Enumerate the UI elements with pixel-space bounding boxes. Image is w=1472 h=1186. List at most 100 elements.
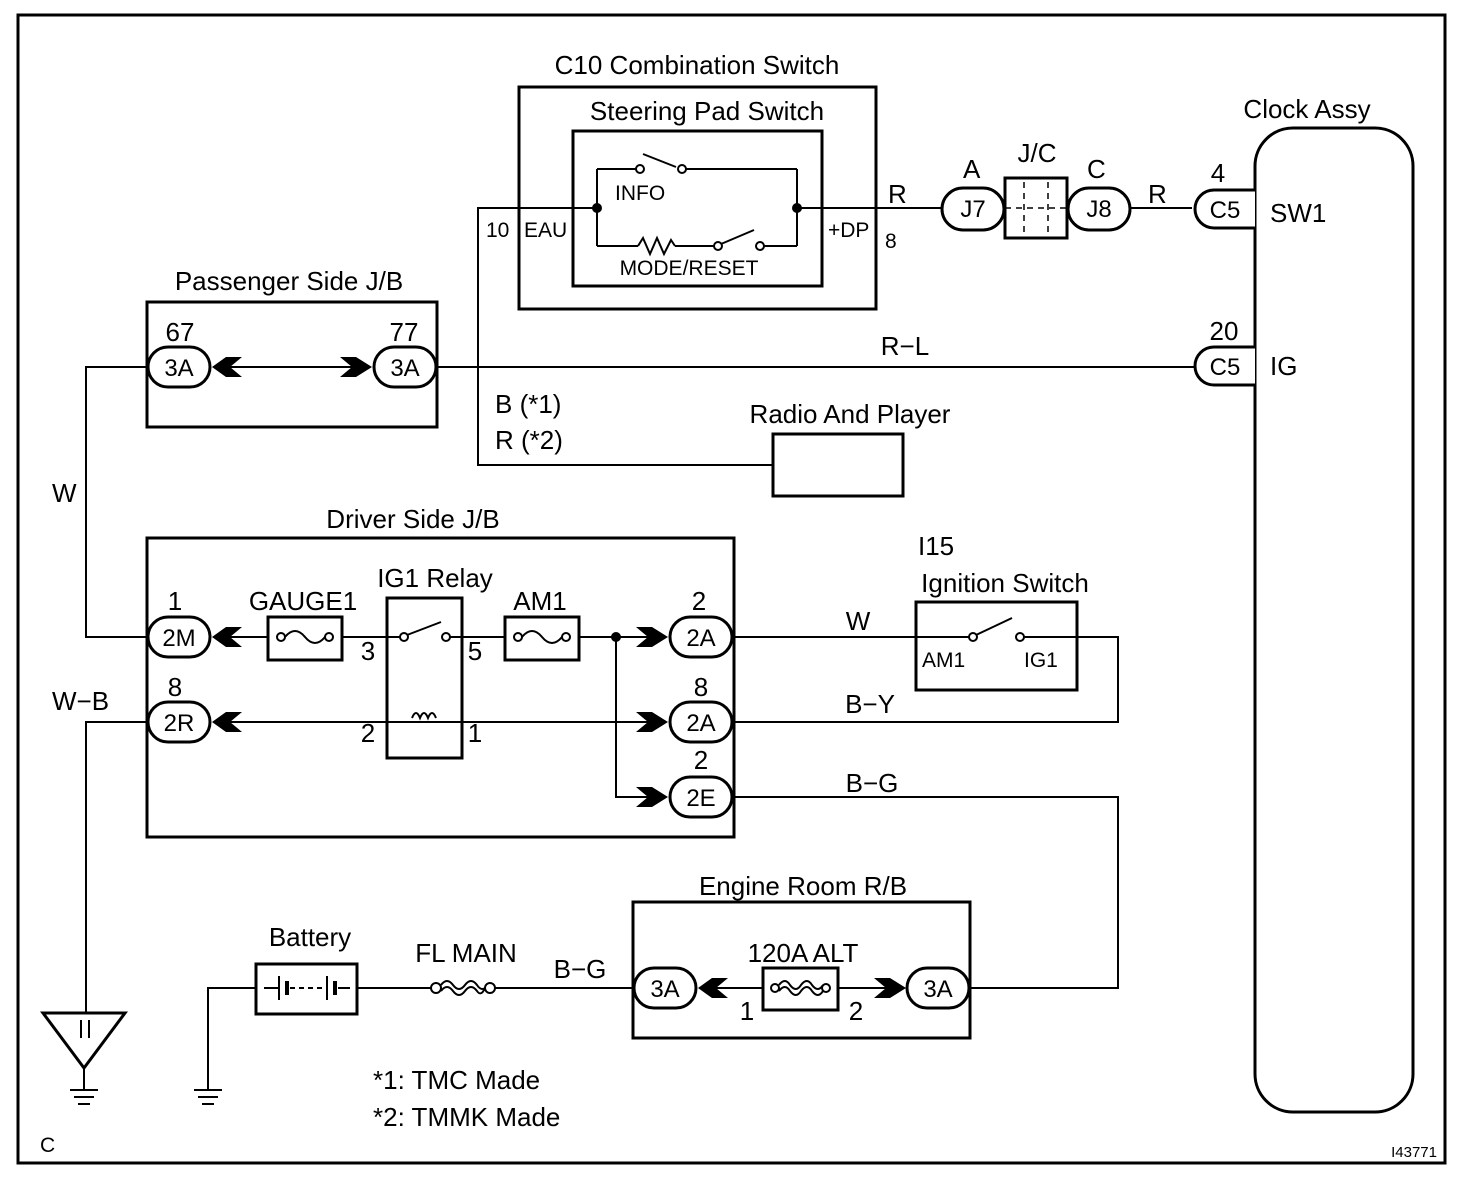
wire-label-wb: W−B: [52, 686, 109, 716]
ignition-code: I15: [918, 531, 954, 561]
battery: Battery: [254, 922, 359, 1016]
ignition-title: Ignition Switch: [921, 568, 1089, 598]
c2e-pin: 2: [694, 745, 708, 775]
driver-side-jb: Driver Side J/B 1 2M GAUGE1 IG1 Relay 3 …: [145, 504, 736, 839]
relay-pin-2: 2: [361, 718, 375, 748]
info-switch-contact: [642, 153, 677, 168]
connector-c5-sw1: [1193, 188, 1255, 230]
radio-box: [771, 432, 905, 498]
connector-2e-label: 2E: [686, 785, 715, 812]
wire-label-bg-top: B−G: [846, 768, 899, 798]
gauge1-label: GAUGE1: [249, 586, 357, 616]
wire-w-left: [85, 366, 148, 638]
wire-label-w-left: W: [52, 478, 77, 508]
note-2: *2: TMMK Made: [373, 1102, 560, 1132]
figure-id: I43771: [1391, 1144, 1437, 1161]
connector-engine-left-label: 3A: [650, 976, 679, 1003]
clock-assy-title: Clock Assy: [1243, 94, 1370, 124]
driver-jb-title: Driver Side J/B: [326, 504, 499, 534]
clock-ig-pin: 20: [1210, 316, 1239, 346]
radio-wire-r: R (*2): [495, 425, 563, 455]
connector-j7-label: J7: [960, 196, 985, 223]
frame-corner-mark: C: [40, 1134, 55, 1157]
ignition-am1: AM1: [922, 649, 965, 672]
mode-reset-label: MODE/RESET: [620, 257, 759, 280]
connector-c5-sw1-label: C5: [1210, 197, 1241, 224]
clock-sw1-pin: 4: [1211, 158, 1225, 188]
connector-2a-mid-label: 2A: [686, 710, 715, 737]
junction-left-letter: A: [963, 154, 981, 184]
engine-rb-title: Engine Room R/B: [699, 871, 907, 901]
am1-fuse: [503, 615, 581, 662]
passenger-left-pin: 67: [166, 317, 195, 347]
combination-switch-title: C10 Combination Switch: [555, 50, 840, 80]
connector-2a-top-label: 2A: [686, 625, 715, 652]
c2r-pin: 8: [168, 672, 182, 702]
clock-assy: Clock Assy 4 C5 SW1 20 C5 IG: [1193, 94, 1415, 1114]
fl-main-label: FL MAIN: [415, 938, 517, 968]
ignition-ig1: IG1: [1024, 649, 1058, 672]
battery-title: Battery: [269, 922, 351, 952]
junction-block: [1003, 176, 1069, 240]
ig1-relay-title: IG1 Relay: [377, 563, 493, 593]
fl-main-link: FL MAIN: [357, 938, 517, 996]
passenger-right-pin: 77: [390, 317, 419, 347]
c2a-mid-pin: 8: [694, 672, 708, 702]
relay-pin-1: 1: [468, 718, 482, 748]
relay-pin-3: 3: [361, 636, 375, 666]
connector-engine-right: [905, 966, 971, 1010]
dp-pin: 8: [885, 230, 897, 253]
connector-passenger-right-label: 3A: [390, 355, 419, 382]
clock-sw1-label: SW1: [1270, 198, 1326, 228]
connector-2r-label: 2R: [164, 710, 195, 737]
connector-2m: [146, 615, 212, 659]
wire-label-rl: R−L: [881, 331, 929, 361]
c2m-pin: 1: [168, 586, 182, 616]
alt-fuse-label: 120A ALT: [748, 938, 859, 968]
relay-coil: [411, 712, 437, 721]
radio-title: Radio And Player: [750, 399, 951, 429]
connector-passenger-left-label: 3A: [164, 355, 193, 382]
connector-j8-label: J8: [1086, 196, 1111, 223]
c2a-top-pin: 2: [692, 586, 706, 616]
radio-and-player: Radio And Player: [750, 399, 951, 498]
junction-title: J/C: [1018, 138, 1057, 168]
clock-assy-box: [1253, 126, 1415, 1114]
driver-jb-box: [145, 536, 736, 839]
gauge1-fuse: [266, 615, 344, 662]
wire-label-w-ign: W: [846, 606, 871, 636]
junction-right-letter: C: [1087, 154, 1106, 184]
engine-room-rb: Engine Room R/B 3A 120A ALT 3A 1 2: [631, 871, 972, 1040]
ground-symbol-battery: [194, 1089, 222, 1105]
diagram-frame: [16, 13, 1447, 1165]
engine-pin-left: 1: [740, 996, 754, 1026]
dp-label: +DP: [828, 219, 869, 242]
resistor-symbol: [637, 235, 676, 257]
note-1: *1: TMC Made: [373, 1065, 540, 1095]
combination-switch-box: [517, 85, 878, 311]
wire-label-bg-batt: B−G: [554, 954, 607, 984]
ground-symbol-left: [40, 1011, 128, 1105]
ignition-switch: I15 Ignition Switch AM1 IG1: [914, 531, 1089, 692]
passenger-jb-title: Passenger Side J/B: [175, 266, 403, 296]
connector-c5-ig: [1193, 345, 1255, 387]
combination-switch: C10 Combination Switch Steering Pad Swit…: [486, 50, 897, 311]
ignition-switch-box: [914, 600, 1079, 692]
ig1-relay-box: [385, 596, 464, 760]
connector-engine-right-label: 3A: [923, 976, 952, 1003]
am1-fuse-label: AM1: [513, 586, 566, 616]
relay-pin-5: 5: [468, 636, 482, 666]
info-label: INFO: [615, 182, 665, 205]
eau-wire: [477, 207, 773, 466]
clock-ig-label: IG: [1270, 351, 1297, 381]
engine-pin-right: 2: [849, 996, 863, 1026]
wire-label-by: B−Y: [845, 689, 895, 719]
passenger-side-jb: Passenger Side J/B 67 3A 77 3A: [145, 266, 439, 429]
radio-wire-b: B (*1): [495, 389, 561, 419]
wire-label-r2: R: [1148, 179, 1167, 209]
engine-rb-box: [631, 900, 972, 1040]
connector-2m-label: 2M: [162, 625, 195, 652]
eau-label: EAU: [524, 219, 567, 242]
mode-switch-contact: [720, 229, 755, 245]
